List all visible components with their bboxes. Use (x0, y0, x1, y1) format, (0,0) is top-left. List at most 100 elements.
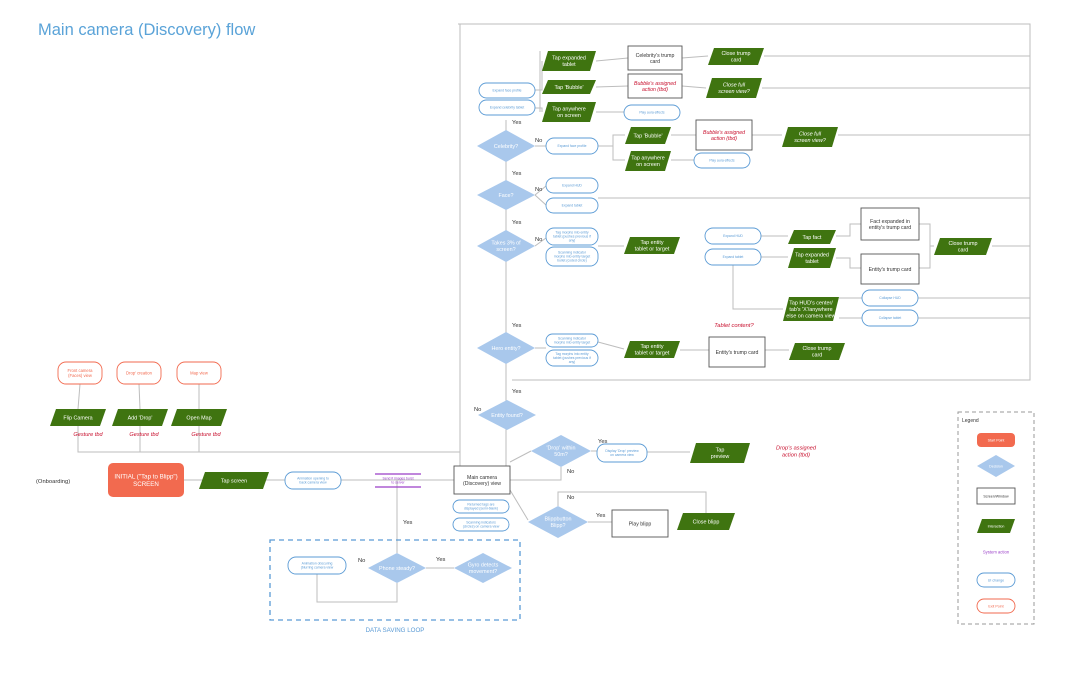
connector-line (597, 341, 625, 350)
ui-change-shape (861, 289, 919, 307)
interaction-shape (782, 127, 838, 147)
node-text-line: Entity's trump card (716, 350, 759, 356)
node-text-line: Blipp? (551, 523, 566, 529)
node-text-line: Bubble's assigned (703, 130, 746, 136)
legend-start-shape (977, 433, 1015, 447)
node-hero-entity: Hero entity? (477, 332, 535, 364)
node-text-line: Close trump (721, 51, 750, 57)
edge-label-yes-takes-top: Yes (512, 220, 522, 226)
node-main-camera: Main camera(Discovery) view (453, 465, 511, 495)
connector-line (316, 574, 398, 603)
node-text-line: Expand tablet (723, 255, 744, 259)
label-onboarding: (Onboarding) (36, 479, 70, 485)
page-title: Main camera (Discovery) flow (38, 21, 256, 39)
node-anim-obscuring: Animation obscuring(blurring camera view (287, 556, 347, 575)
legend-item-label: System action (983, 549, 1010, 554)
connector-line (595, 57, 629, 62)
decision-shape (477, 230, 535, 262)
edge-label-no-celeb: No (535, 138, 542, 144)
edge-label-no-steady: No (358, 558, 365, 564)
node-expand-hud-2: Expand HUD (704, 227, 762, 245)
node-text-line: displayed (semi-blank) (464, 507, 498, 511)
connector-line (509, 489, 529, 521)
node-text-line: screen view? (794, 138, 825, 144)
edge-label-yes-drop: Yes (598, 439, 608, 445)
interaction-shape (625, 151, 671, 171)
label-tablet-content: Tablet content? (714, 323, 754, 329)
legend-item-screen: Screen/Window (976, 487, 1016, 505)
node-text-line: SCREEN (133, 481, 159, 488)
node-initial: INITIAL ("Tap to Blipp")SCREEN (108, 463, 184, 497)
node-text-line: Celebrity's trump (636, 53, 675, 59)
legend-interaction-shape (977, 519, 1015, 533)
node-text-line: Tap entity (640, 240, 663, 246)
node-text-line: on screen (636, 162, 660, 168)
node-text-line: Front camera (68, 368, 94, 373)
node-text-line: Bubble's assigned (634, 81, 677, 87)
node-text-line: Animation obscuring (302, 562, 333, 566)
node-text-line: Play aura effects (709, 159, 734, 163)
connector-line (534, 237, 547, 247)
node-text-line: Send # images burst (382, 477, 413, 481)
node-text-line: Close blipp (693, 519, 720, 525)
edge-label-no-blipp: No (567, 495, 574, 501)
exit-shape (116, 361, 162, 385)
ui-change-shape (545, 177, 599, 194)
connector-line (535, 107, 543, 112)
label-data-saving-loop: DATA SAVING LOOP (366, 627, 425, 634)
node-add-drop: Add 'Drop' (112, 409, 168, 426)
legend-item-exit: Exit Point (976, 598, 1016, 614)
node-text-line: card (650, 59, 660, 65)
node-text-line: morphs into entity target (554, 255, 590, 259)
node-text-line: Returned tags are (467, 503, 494, 507)
node-text-line: Drop's assigned (776, 446, 817, 452)
node-text-line: Close full (799, 132, 822, 138)
ui-change-shape (545, 349, 599, 367)
connector-line (919, 246, 931, 269)
node-text-line: Gesture tbd (73, 432, 103, 438)
interaction-shape (624, 341, 680, 358)
legend-ui-shape (976, 572, 1016, 588)
node-text-line: (Discovery) view (463, 481, 501, 487)
node-text-line: Tap expanded (795, 253, 829, 259)
node-text-line: Open Map (186, 415, 211, 421)
legend-item-ui: UI change (976, 572, 1016, 588)
legend-screen-shape (976, 487, 1016, 505)
connector-line (534, 185, 547, 196)
node-play-aura-1: Play aura effects (623, 104, 681, 121)
node-text-line: Map view (190, 370, 209, 375)
node-text-line: movement? (469, 569, 497, 575)
interaction-shape (542, 80, 596, 94)
node-text-line: screen? (496, 247, 515, 253)
node-text-line: action (tbd) (642, 87, 668, 93)
edge-label-yes-gyro: Yes (436, 557, 446, 563)
screen-shape (611, 509, 669, 538)
decision-shape (368, 553, 426, 583)
node-tap-bubble-2: Tap 'Bubble' (625, 127, 671, 144)
decision-shape (478, 400, 536, 430)
node-text-line: to server (391, 481, 405, 485)
node-open-map: Open Map (171, 409, 227, 426)
node-text-line: tablet or target (635, 247, 670, 253)
node-text-line: entity's trump card (869, 225, 911, 231)
connector-line (595, 85, 629, 88)
ui-change-shape (596, 443, 648, 463)
node-text-line: on camera view (610, 453, 634, 457)
screen-shape (695, 119, 753, 151)
node-text-line: tablet (pushes previous if (553, 356, 591, 360)
interaction-shape (788, 230, 836, 244)
